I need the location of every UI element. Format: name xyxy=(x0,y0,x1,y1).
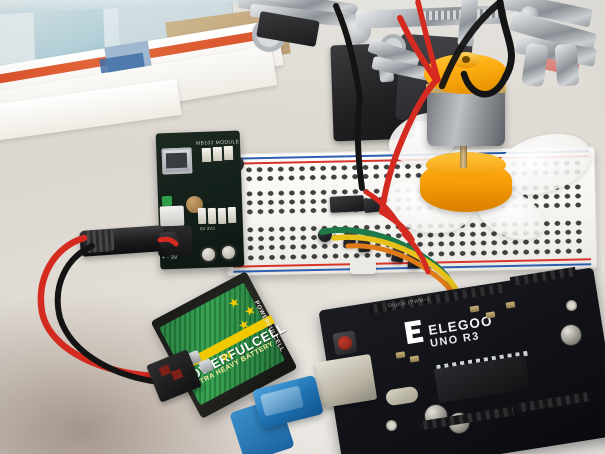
usb-port-inner xyxy=(165,152,188,169)
jumper-header-2 xyxy=(212,146,223,162)
psu-silkscreen-left: + - 3V xyxy=(161,254,178,262)
jumper-end-3 xyxy=(390,245,406,263)
jumper-header-1 xyxy=(201,147,212,163)
power-switch[interactable] xyxy=(159,205,185,227)
jumper-header-3 xyxy=(223,145,234,161)
psu-pin-2 xyxy=(207,207,217,225)
psu-pin-label: 5V 3V3 xyxy=(199,225,215,232)
transistor xyxy=(329,195,365,213)
barrel-plug-tip xyxy=(159,231,177,250)
breadboard-foot xyxy=(350,262,376,274)
psu-screw-2 xyxy=(220,244,237,261)
motor-shaft xyxy=(460,142,467,168)
barrel-plug-grip xyxy=(83,228,115,254)
psu-pin-4 xyxy=(227,206,237,224)
psu-pin-1 xyxy=(197,207,207,225)
motor-knob-dot xyxy=(462,56,470,63)
jumper-end-4 xyxy=(407,251,421,269)
arduino-usb-b-port[interactable] xyxy=(314,353,378,409)
power-led xyxy=(161,195,173,207)
clamp-finger-b xyxy=(554,43,580,87)
psu-pin-3 xyxy=(217,207,227,225)
jumper-end-1 xyxy=(343,229,357,247)
jumper-end-2 xyxy=(357,235,371,253)
psu-screw-1 xyxy=(200,246,217,263)
elegoo-e-logo-icon xyxy=(404,319,424,345)
